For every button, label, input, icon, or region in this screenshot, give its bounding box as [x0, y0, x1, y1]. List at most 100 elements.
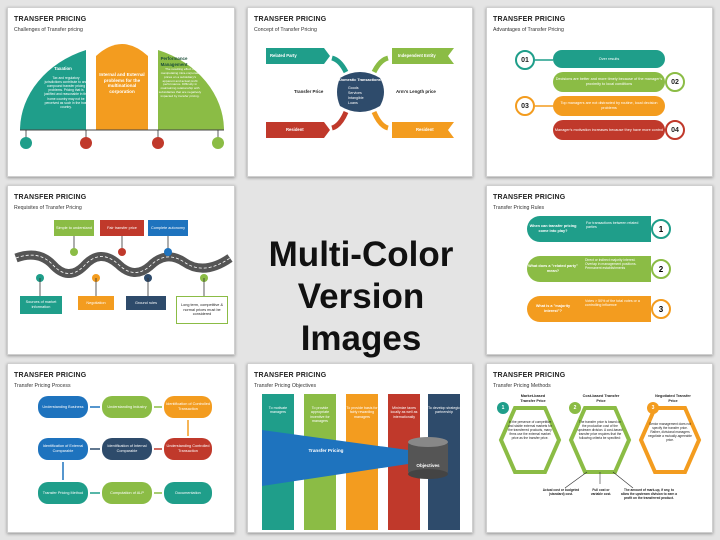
method-number: 3: [651, 405, 655, 411]
funnel-label: Transfer Pricing: [308, 448, 344, 453]
slide-methods[interactable]: TRANSFER PRICING Transfer Pricing Method…: [486, 363, 713, 533]
slide-requisites[interactable]: TRANSFER PRICING Requisites of Transfer …: [7, 185, 235, 355]
performance-text: The resulting effect of manipulating int…: [158, 67, 202, 99]
transaction-item: Services: [348, 91, 362, 95]
slide-title: TRANSFER PRICING: [14, 16, 87, 23]
related-party: Related Party: [270, 53, 297, 58]
center-label: Internal and External problems for the m…: [99, 72, 145, 95]
slide-rules[interactable]: TRANSFER PRICING Transfer Pricing Rules …: [486, 185, 713, 355]
slide-subtitle: Transfer Pricing Objectives: [254, 383, 317, 389]
process-step: Understanding Business: [38, 396, 88, 418]
transaction-item: Intangible: [348, 96, 364, 100]
process-arrows: [62, 406, 189, 494]
slide-subtitle: Challenges of Transfer pricing: [14, 27, 83, 33]
rule-answer: For transactions between related parties: [579, 216, 651, 242]
advantage-bar-1: Over results: [553, 50, 665, 68]
method-name: Cost-based Transfer Price: [582, 394, 620, 403]
method-name: Market-based Transfer Price: [520, 394, 546, 403]
winding-road: [14, 236, 233, 296]
method-number: 1: [501, 405, 505, 411]
process-step: Understanding Controlled Transaction: [164, 438, 212, 460]
objective-text: Minimize taxes locally as well as intern…: [390, 406, 418, 419]
slide-advantages[interactable]: TRANSFER PRICING Advantages of Transfer …: [486, 7, 713, 177]
slide-subtitle: Transfer Pricing Methods: [493, 383, 551, 389]
advantage-bar-4: Manager's motivation increases because t…: [553, 120, 665, 140]
process-step: Transfer Pricing Method: [38, 482, 88, 504]
slide-subtitle: Advantages of Transfer Pricing: [493, 27, 564, 33]
requisite-bottom: Negotiation: [78, 296, 114, 310]
independent-entity: Independent Entity: [398, 53, 436, 58]
slide-title: TRANSFER PRICING: [14, 194, 87, 201]
rule-number: 1: [651, 219, 671, 239]
slide-challenges[interactable]: TRANSFER PRICING Challenges of Transfer …: [7, 7, 235, 177]
objectives-label: Objectives: [416, 463, 440, 468]
heading-line-2: Version Images: [297, 277, 425, 358]
taxation-label: Taxation: [54, 66, 72, 71]
number-badge: 02: [665, 72, 685, 92]
domestic-transactions: Domestic Transactions: [339, 78, 381, 82]
method-note: Actual cost or budgeted (standard) cost.: [542, 488, 580, 496]
rule-answer: Direct or indirect majority interest. Ov…: [579, 256, 651, 282]
method-note: The amount of mark-up, if any, to allow …: [621, 488, 677, 500]
taxation-text: Tax and regulatory jurisdictions contrib…: [44, 76, 88, 109]
requisite-top: Simple to understand: [54, 220, 94, 236]
rule-number: 3: [651, 299, 671, 319]
transaction-item: Goods: [348, 86, 359, 90]
transaction-item: Loans: [348, 101, 358, 105]
process-step: Understanding Industry: [102, 396, 152, 418]
slide-title: TRANSFER PRICING: [493, 372, 566, 379]
process-step: Identification of External Comparable: [38, 438, 88, 460]
objective-text: To provide basis for fairly rewarding ma…: [346, 406, 378, 419]
transfer-price-label: Transfer Price: [294, 89, 324, 94]
slide-subtitle: Requisites of Transfer Pricing: [14, 205, 82, 211]
resident-right: Resident: [416, 127, 434, 132]
slide-concept[interactable]: TRANSFER PRICING Concept of Transfer Pri…: [247, 7, 473, 177]
center-heading: Multi-Color Version Images: [246, 234, 476, 360]
advantage-bar-2: Decisions are better and more timely bec…: [553, 72, 665, 92]
method-text: In the presence of competitive and stabl…: [508, 420, 552, 440]
requisite-bottom: Long term, competitive & normal prices m…: [176, 296, 228, 324]
objective-text: To develop strategic partnership: [428, 406, 460, 415]
funnel-graphic: [262, 430, 448, 486]
process-step: Documentation: [164, 482, 212, 504]
slide-title: TRANSFER PRICING: [493, 194, 566, 201]
number-badge: 01: [515, 50, 535, 70]
connector-lines: [535, 59, 553, 107]
rule-answer: Votes > 50% of the total votes or a cont…: [579, 296, 651, 322]
method-name: Negotiated Transfer Price: [655, 394, 691, 403]
slide-title: TRANSFER PRICING: [254, 372, 327, 379]
concept-arrows: [266, 48, 454, 138]
rule-question: What does a "related party" mean?: [527, 256, 579, 282]
process-step: Computation of ALP: [102, 482, 152, 504]
requisite-bottom: Ground rules: [126, 296, 166, 310]
hexagon-diagram: [497, 402, 702, 489]
slide-process[interactable]: TRANSFER PRICING Transfer Pricing Proces…: [7, 363, 235, 533]
performance-label: Performance Management: [160, 56, 188, 67]
semicircle-diagram: [20, 44, 224, 149]
rule-question: When can transfer pricing come into play…: [527, 216, 579, 242]
slide-objectives[interactable]: TRANSFER PRICING Transfer Pricing Object…: [247, 363, 473, 533]
rule-question: What is a "majority interest"?: [527, 296, 579, 322]
slide-title: TRANSFER PRICING: [14, 372, 87, 379]
method-number: 2: [573, 405, 577, 411]
slide-title: TRANSFER PRICING: [254, 16, 327, 23]
slide-title: TRANSFER PRICING: [493, 16, 566, 23]
heading-line-1: Multi-Color: [268, 235, 454, 274]
number-badge: 04: [665, 120, 685, 140]
advantage-bar-3: Top managers are not distracted by routi…: [553, 96, 665, 116]
method-text: Senior management does not specify the t…: [648, 422, 692, 442]
resident-left: Resident: [286, 127, 304, 132]
method-text: The transfer price is based on the produ…: [577, 420, 623, 440]
method-note: Full cost or variable cost.: [590, 488, 612, 496]
arms-length-label: Arm's Length price: [396, 89, 436, 94]
transaction-list: Goods Services Intangible Loans: [348, 86, 364, 106]
slide-subtitle: Transfer Pricing Rules: [493, 205, 545, 211]
process-step: Identification of Controlled Transaction: [164, 396, 212, 418]
objective-text: To provide appropriate incentive for man…: [310, 406, 330, 424]
requisite-bottom: Sources of market information: [20, 296, 62, 314]
process-step: Identification of Internal Comparable: [102, 438, 152, 460]
requisite-top: Fair transfer price: [100, 220, 144, 236]
requisite-top: Complete autonomy: [148, 220, 188, 236]
number-badge: 03: [515, 96, 535, 116]
objective-text: To motivate managers: [268, 406, 288, 415]
